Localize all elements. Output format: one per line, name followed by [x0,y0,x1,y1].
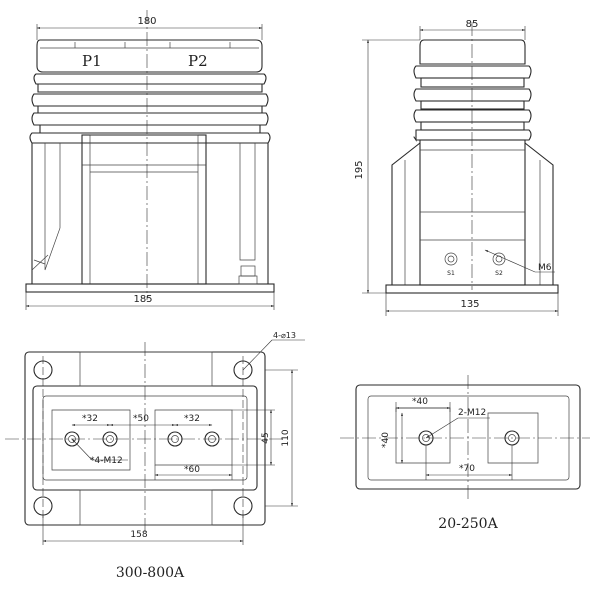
spacing-60: *60 [184,465,200,475]
spacing-50: *50 [133,414,149,424]
front-view: 180 P1 P2 185 [25,10,275,310]
spacing-40-horizontal: *40 [412,397,428,407]
holes-callout: 4-⌀13 [273,331,296,340]
terminal-s1-label: S1 [447,270,455,277]
screw-m6-label: M6 [538,263,552,273]
side-width-base-label: 135 [460,299,479,310]
side-view: S1 S2 M6 85 195 135 [354,19,559,316]
threads-2-m12: 2-M12 [458,408,486,418]
caption-300-800a: 300-800A [116,565,185,581]
caption-20-250a: 20-250A [438,516,498,532]
terminal-p1-label: P1 [82,52,102,70]
side-width-top-label: 85 [466,19,479,30]
terminal-s2-label: S2 [495,270,503,277]
spacing-70: *70 [459,464,475,474]
side-height-label: 195 [354,160,365,179]
threads-callout: *4-M12 [90,456,123,466]
height-110: 110 [281,429,291,446]
height-45: 45 [261,432,271,443]
spacing-32-left: *32 [82,414,98,424]
width-158: 158 [130,530,147,540]
spacing-40-vertical: *40 [381,432,391,448]
front-width-top-label: 180 [137,16,156,27]
front-width-base-label: 185 [133,294,152,305]
plan-20-250: *40 2-M12 *40 *70 20-250A [340,375,590,532]
plan-300-800: 4-⌀13 *32 *50 *32 *4-M12 *60 45 110 158 … [5,331,305,581]
terminal-p2-label: P2 [188,52,208,70]
spacing-32-right: *32 [184,414,200,424]
